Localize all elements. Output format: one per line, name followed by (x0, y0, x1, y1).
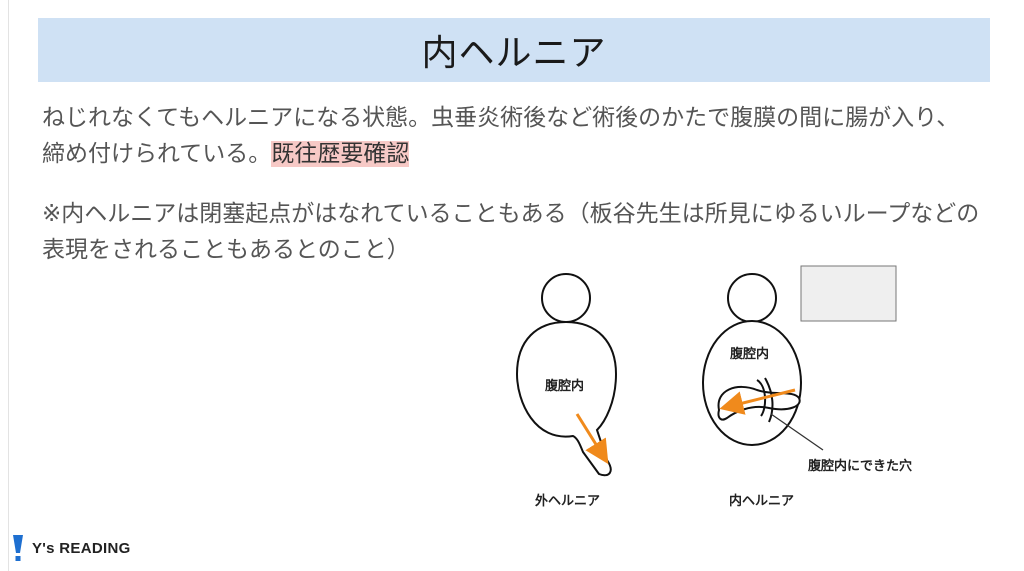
left-caption: 外ヘルニア (534, 493, 600, 509)
hole-label: 腹腔内にできた穴 (808, 458, 912, 474)
external-hernia-figure: 腹腔内 外ヘルニア (515, 273, 618, 509)
right-arrow (719, 388, 796, 415)
brand-footer: Y's READING (12, 532, 131, 564)
internal-hernia-figure: 腹腔内 腹腔内にできた穴 内ヘルニア (702, 273, 912, 509)
right-figure-body (702, 320, 802, 446)
highlighted-phrase: 既往歴要確認 (271, 141, 410, 167)
hole-leader-line (770, 413, 824, 451)
brand-name: Y's READING (32, 539, 131, 557)
hernia-diagram: 腹腔内 外ヘルニア 腹腔内 腹腔内にできた穴 内ヘルニア (515, 265, 912, 509)
paragraph-main-text: ねじれなくてもヘルニアになる状態。虫垂炎術後など術後のかたで腹膜の間に腸が入り、… (42, 105, 960, 167)
paragraph-note: ※内ヘルニアは閉塞起点がはなれていることもある（板谷先生は所見にゆるいループなど… (42, 201, 980, 263)
exclamation-mark-icon (13, 535, 23, 561)
left-body-label: 腹腔内 (545, 378, 584, 394)
right-body-label: 腹腔内 (730, 346, 769, 362)
slide-left-edge (8, 0, 9, 571)
left-figure-head (541, 273, 591, 323)
title-bar: 内ヘルニア (38, 18, 990, 82)
right-caption: 内ヘルニア (729, 493, 794, 509)
paragraph-main: ねじれなくてもヘルニアになる状態。虫垂炎術後など術後のかたで腹膜の間に腸が入り、… (42, 100, 982, 172)
image-placeholder (800, 265, 897, 322)
slide-title: 内ヘルニア (421, 33, 607, 74)
right-figure-head (727, 273, 777, 323)
left-arrow (575, 413, 609, 465)
